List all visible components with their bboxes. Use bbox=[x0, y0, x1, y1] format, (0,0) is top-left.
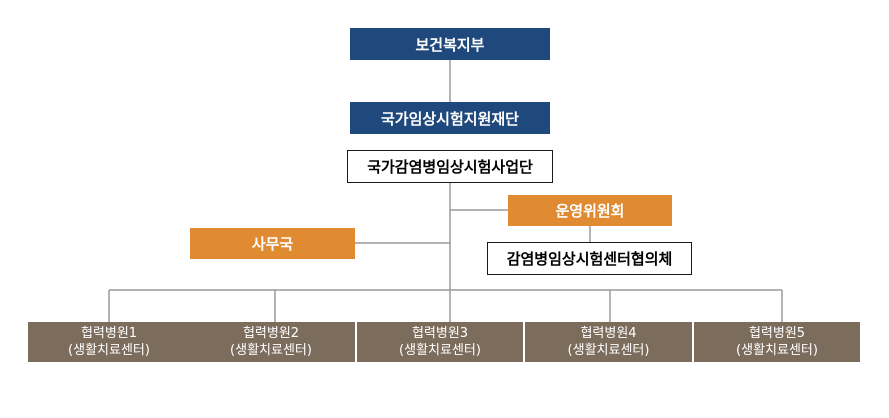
hospital-box-2: 협력병원2 (생활치료센터) bbox=[187, 322, 355, 362]
hospital-sub: (생활치료센터) bbox=[736, 343, 818, 358]
project-group-box: 국가감염병임상시험사업단 bbox=[347, 150, 553, 183]
hospital-sub: (생활치료센터) bbox=[399, 343, 481, 358]
council-box: 감염병임상시험센터협의체 bbox=[487, 242, 692, 275]
hospital-name: 협력병원5 bbox=[748, 326, 806, 341]
secretariat-label: 사무국 bbox=[251, 235, 294, 253]
council-label: 감염병임상시험센터협의체 bbox=[506, 250, 673, 268]
hospital-name: 협력병원3 bbox=[411, 326, 469, 341]
hospital-box-5: 협력병원5 (생활치료센터) bbox=[694, 322, 860, 362]
hospital-name: 협력병원1 bbox=[80, 326, 138, 341]
ministry-label: 보건복지부 bbox=[415, 35, 485, 54]
steering-committee-label: 운영위원회 bbox=[555, 202, 625, 220]
project-group-label: 국가감염병임상시험사업단 bbox=[367, 158, 533, 176]
foundation-label: 국가임상시험지원재단 bbox=[380, 109, 519, 128]
steering-committee-box: 운영위원회 bbox=[508, 195, 672, 226]
hospital-box-1: 협력병원1 (생활치료센터) bbox=[28, 322, 190, 362]
secretariat-box: 사무국 bbox=[190, 228, 355, 259]
hospital-sub: (생활치료센터) bbox=[567, 343, 650, 358]
hospital-name: 협력병원2 bbox=[242, 326, 300, 341]
hospital-box-3: 협력병원3 (생활치료센터) bbox=[357, 322, 523, 362]
ministry-box: 보건복지부 bbox=[350, 28, 550, 60]
hospital-sub: (생활치료센터) bbox=[230, 343, 312, 358]
hospital-name: 협력병원4 bbox=[580, 326, 637, 341]
foundation-box: 국가임상시험지원재단 bbox=[350, 102, 550, 134]
hospital-sub: (생활치료센터) bbox=[68, 343, 150, 358]
hospital-box-4: 협력병원4 (생활치료센터) bbox=[525, 322, 692, 362]
